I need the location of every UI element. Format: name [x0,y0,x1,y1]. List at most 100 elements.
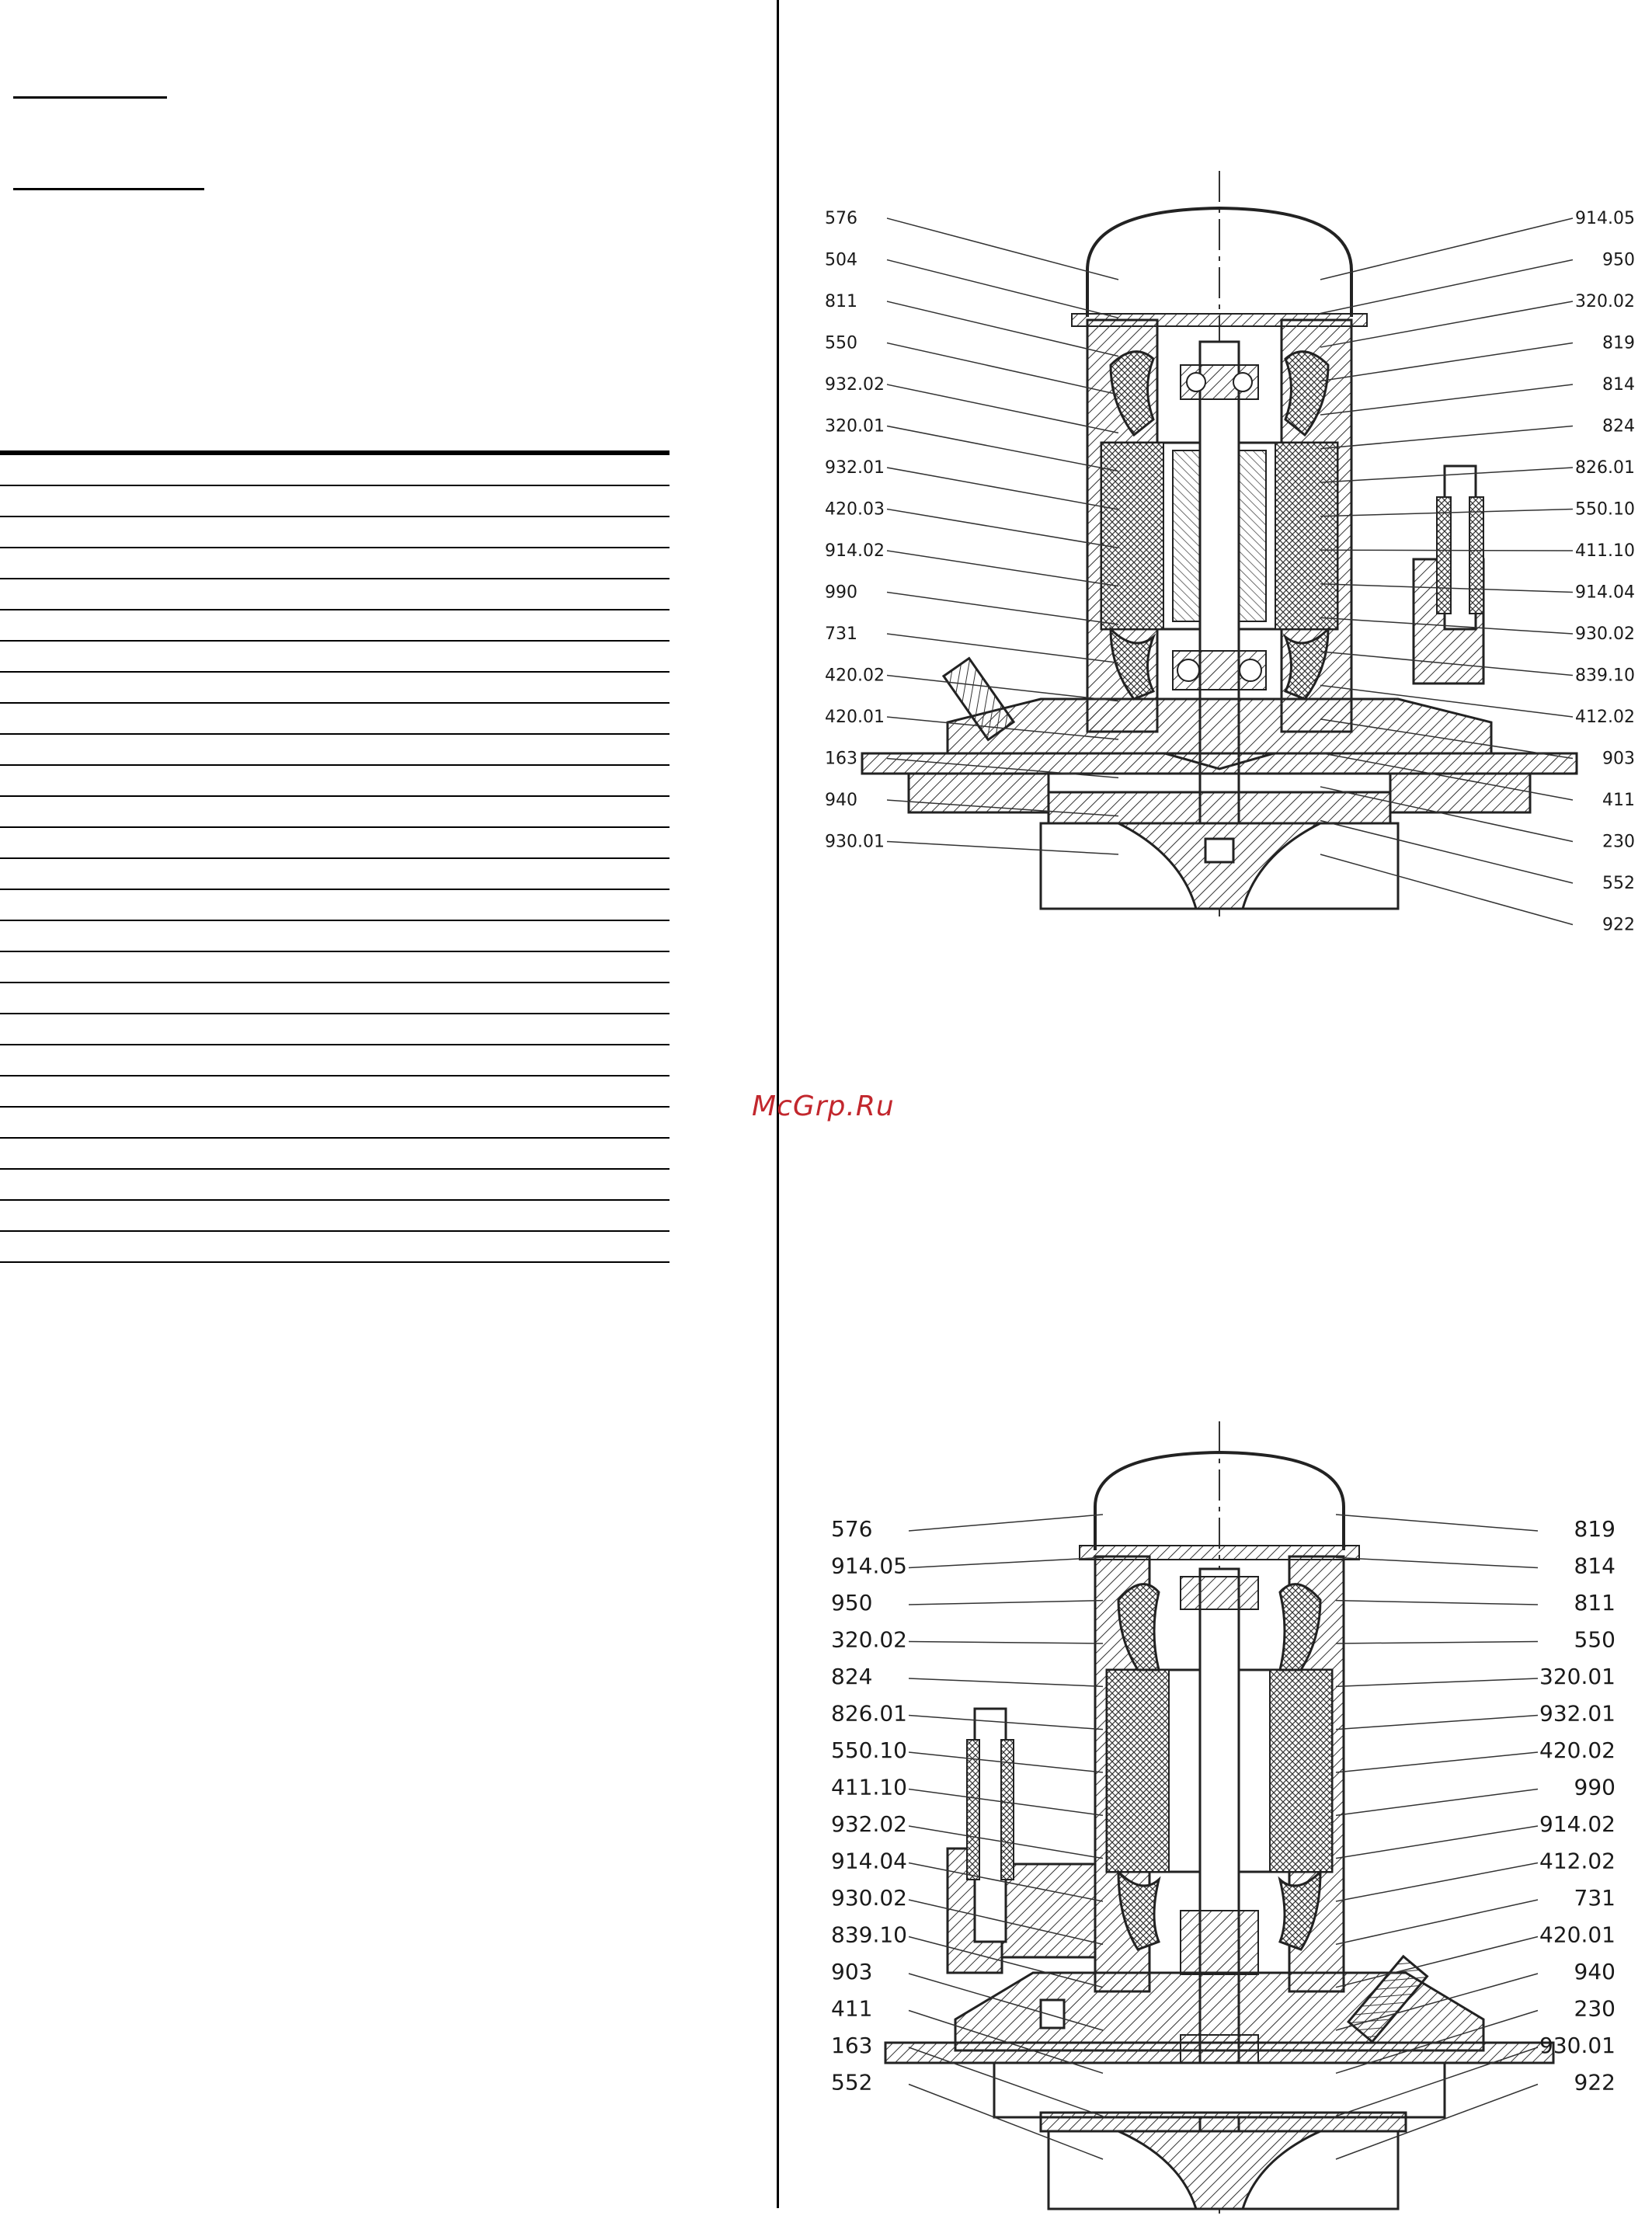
part-label: 814 [1574,1553,1615,1579]
part-label: 814 [1602,375,1635,395]
part-label: 420.01 [1539,1922,1615,1948]
leader-line [1320,508,1574,517]
leader-line [1335,1514,1539,1532]
table-row [0,766,669,797]
part-label: 412.02 [1575,708,1635,727]
part-label: 839.10 [831,1922,907,1948]
part-label: 932.01 [825,458,885,478]
leader-line [1320,259,1574,315]
table-row [0,735,669,766]
leader-line [1335,2047,1539,2117]
part-label: 839.10 [1575,666,1635,686]
part-label: 950 [831,1590,872,1616]
leader-line [1335,1788,1539,1817]
part-label: 930.02 [1575,624,1635,644]
leader-line [908,1514,1104,1532]
leader-line [908,2047,1104,2117]
leader-line [1335,1936,1539,1988]
leader-line [908,2083,1104,2160]
leader-line [1335,1973,1539,2031]
leader-line [1320,684,1574,718]
part-label: 819 [1574,1516,1615,1542]
part-label: 914.04 [831,1849,907,1874]
leader-line [886,259,1119,319]
leader-line [1320,786,1574,843]
part-labels-top: 576504811550932.02320.01932.01420.03914.… [825,209,1635,935]
part-label: 811 [1574,1590,1615,1616]
part-label: 163 [831,2033,872,2058]
part-label: 930.01 [825,833,885,852]
part-label: 826.01 [831,1701,907,1727]
table-row [0,797,669,828]
table-row [0,983,669,1014]
part-label: 940 [825,791,857,810]
watermark-text: McGrp.Ru [752,1090,895,1122]
leader-line [886,633,1119,664]
part-label: 903 [831,1959,872,1984]
leader-line [886,217,1119,280]
column-divider [777,0,779,2208]
table-row [0,517,669,548]
part-label: 411.10 [1575,541,1635,561]
leader-line [1335,1825,1539,1859]
part-label: 552 [1602,874,1635,893]
part-label: 420.03 [825,500,885,520]
pump-section-drawing-bottom: 576914.05950320.02824826.01550.10411.109… [831,1421,1615,2214]
leader-line [908,1751,1104,1773]
table-row [0,673,669,704]
part-label: 930.01 [1539,2033,1615,2058]
part-label: 914.02 [825,541,885,561]
leader-line [886,425,1119,472]
leader-line [1320,718,1574,760]
part-label: 320.01 [825,417,885,436]
leader-line [1335,1678,1539,1688]
leader-line [1335,1751,1539,1773]
part-label: 811 [825,292,857,311]
part-label: 411 [1602,791,1635,810]
part-label: 420.02 [1539,1737,1615,1763]
leader-line [886,301,1119,357]
leader-line [1320,384,1574,416]
part-label: 903 [1602,750,1635,769]
part-label: 930.02 [831,1885,907,1911]
drawing-body-top [861,171,1578,916]
table-row [0,1045,669,1076]
part-label: 922 [1602,916,1635,935]
part-label: 550 [825,334,857,353]
part-label: 552 [831,2070,872,2096]
leader-line [1320,583,1574,593]
table-row [0,890,669,921]
part-label: 576 [825,209,857,228]
part-label: 230 [1574,1996,1615,2022]
leader-line [908,1825,1104,1859]
leader-line [1320,342,1574,382]
table-row [0,859,669,890]
part-label: 826.01 [1575,458,1635,478]
table-row [0,1170,669,1201]
leader-line [908,1899,1104,1946]
leader-line [1320,752,1574,801]
leader-line [908,1556,1104,1569]
table-row [0,579,669,610]
part-label: 914.05 [1575,209,1635,228]
leader-line [908,1788,1104,1817]
leader-line [1320,301,1574,348]
leader-line [908,1973,1104,2031]
leader-line [908,1936,1104,1988]
leader-line [1320,617,1574,635]
leader-line [908,1599,1104,1605]
part-label: 412.02 [1539,1849,1615,1874]
leader-line [908,2009,1104,2075]
part-label: 932.02 [825,375,885,395]
table-row [0,486,669,517]
part-label: 420.02 [825,666,885,686]
part-label: 990 [1574,1775,1615,1800]
part-label: 550.10 [831,1737,907,1763]
part-label: 824 [1602,417,1635,436]
part-label: 163 [825,750,857,769]
part-label: 320.02 [831,1627,907,1653]
part-label: 819 [1602,334,1635,353]
part-labels-bottom: 576914.05950320.02824826.01550.10411.109… [831,1516,1615,2096]
leader-lines-bottom [908,1514,1539,2160]
table-row [0,1201,669,1232]
